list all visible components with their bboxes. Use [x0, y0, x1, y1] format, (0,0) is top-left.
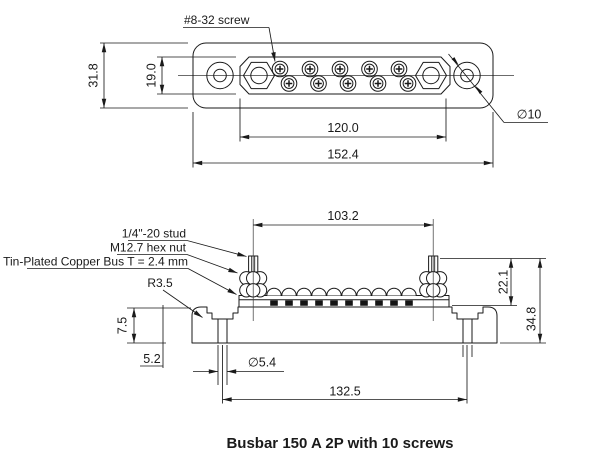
- screw: [361, 60, 378, 78]
- screw: [369, 75, 387, 92]
- dim-foot-height: 7.5: [116, 317, 130, 334]
- screw-callout-label: #8-32 screw: [184, 13, 250, 27]
- top-view: 31.8 19.0 120.0 152.4 #8-32 screw ∅10: [87, 13, 548, 168]
- dia-arrow-upper: [451, 57, 459, 66]
- busbar-plate-outline: [239, 56, 451, 95]
- drawing-caption: Busbar 150 A 2P with 10 screws: [226, 435, 453, 452]
- screw: [310, 75, 327, 92]
- screw: [339, 75, 357, 92]
- screw: [271, 60, 289, 78]
- screw: [301, 60, 319, 78]
- hex-nuts-left: [239, 271, 268, 298]
- dim-bus-height: 19.0: [145, 63, 159, 87]
- dim-mount-spacing: 132.5: [329, 385, 360, 399]
- dim-overall-height: 34.8: [525, 307, 539, 331]
- mount-hole-right: [453, 61, 481, 90]
- mount-hole-left: [206, 61, 234, 90]
- side-view-callouts: 1/4"-20 stud M12.7 hex nut Tin-Plated Co…: [3, 227, 247, 318]
- bus-callout-label: Tin-Plated Copper Bus T = 2.4 mm: [3, 255, 188, 269]
- mount-slot-right: [462, 319, 473, 343]
- top-view-dimensions: 31.8 19.0 120.0 152.4: [87, 42, 494, 168]
- plate-outline: [192, 42, 494, 109]
- screw-shanks: [270, 300, 413, 306]
- hex-nut-left-top: [243, 61, 275, 90]
- screw: [399, 75, 417, 92]
- base-outline: [191, 306, 498, 344]
- mount-slot-left: [217, 319, 228, 343]
- dia-arrow-lower: [475, 85, 483, 94]
- dim-stud-height: 22.1: [497, 270, 511, 294]
- dim-slot-dia: ∅5.4: [248, 356, 276, 370]
- dim-overall-length: 152.4: [327, 148, 358, 162]
- dim-plate-height: 31.8: [87, 63, 101, 87]
- dim-stud-spacing: 103.2: [327, 209, 358, 223]
- screws-bottom-row: [280, 75, 417, 92]
- screws-top-row: [271, 60, 408, 78]
- stud-centerlines: [252, 219, 434, 321]
- screw: [331, 60, 349, 78]
- hex-nut-right-top: [415, 61, 447, 90]
- fillet-callout-label: R3.5: [147, 276, 173, 290]
- screw: [280, 75, 298, 92]
- dim-bus-length: 120.0: [327, 121, 358, 135]
- side-view: 103.2 22.1 34.8 7.5 5.2 ∅5.4 132.5 1/4"-…: [3, 209, 546, 404]
- screw: [390, 60, 408, 78]
- dim-foot-offset: 5.2: [143, 352, 160, 366]
- hole-dia-label: ∅10: [517, 108, 542, 122]
- stud-callout-label: 1/4"-20 stud: [122, 227, 186, 241]
- top-view-callouts: #8-32 screw ∅10: [183, 13, 548, 123]
- nut-callout-label: M12.7 hex nut: [110, 241, 187, 255]
- screw-head-domes: [266, 287, 417, 296]
- side-view-dimensions: 103.2 22.1 34.8 7.5 5.2 ∅5.4 132.5: [116, 209, 546, 404]
